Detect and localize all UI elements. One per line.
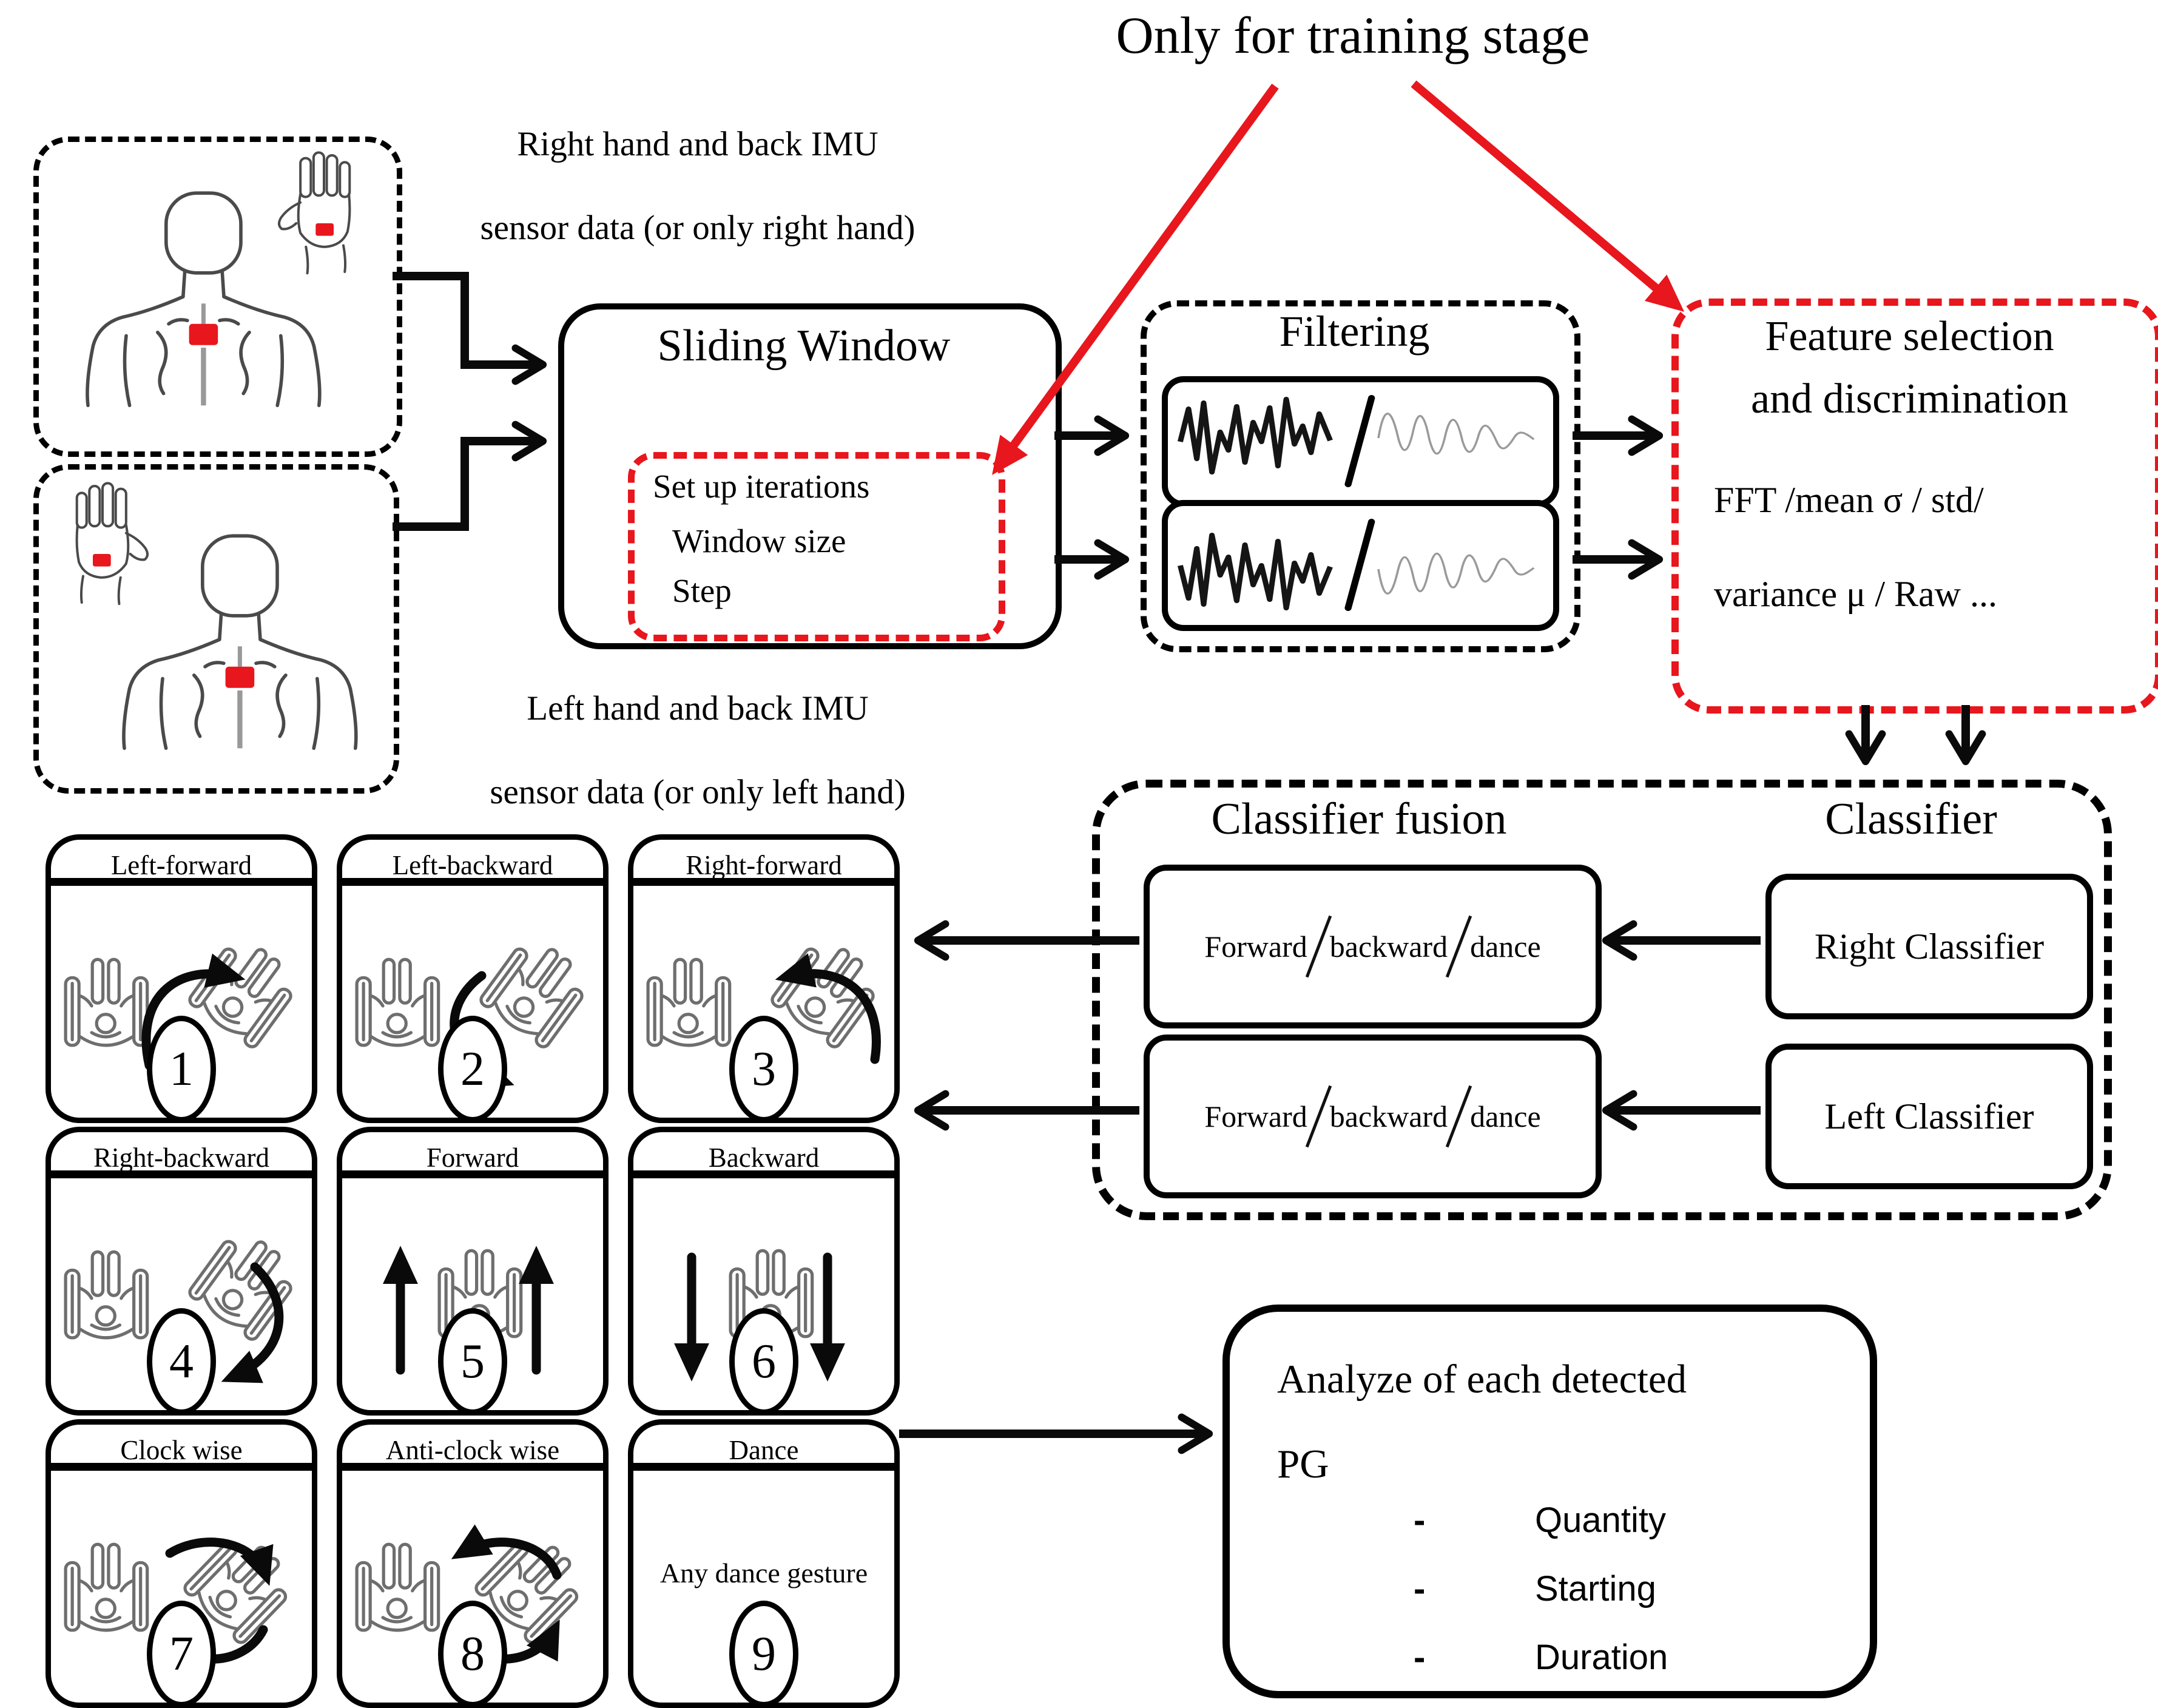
- caption-line: sensor data (or only left hand): [490, 772, 906, 811]
- gesture-cell-forward: Forward 5: [337, 1127, 609, 1416]
- gesture-label: Dance: [633, 1425, 894, 1471]
- caption-line: Left hand and back IMU: [527, 689, 869, 727]
- analyze-title: PG: [1277, 1442, 1329, 1487]
- person-back-sketch: [112, 527, 366, 752]
- analyze-title: Analyze of each detected: [1277, 1357, 1687, 1402]
- feature-methods: variance μ / Raw ...: [1714, 574, 1997, 614]
- page-title: Only for training stage: [1116, 6, 1590, 64]
- gesture-label: Left-forward: [51, 840, 312, 886]
- gesture-note: Any dance gesture: [659, 1558, 868, 1588]
- setup-item: Window size: [672, 522, 846, 559]
- sliding-window-title: Sliding Window: [657, 321, 951, 371]
- filtering-box: [1141, 300, 1580, 652]
- fusion-class-label: backward: [1329, 930, 1448, 964]
- fusion-class-label: dance: [1470, 1099, 1541, 1133]
- left-classifier-box: Left Classifier: [1765, 1044, 2093, 1189]
- fusion-class-label: dance: [1470, 930, 1541, 964]
- right-classifier-box: Right Classifier: [1765, 874, 2093, 1019]
- wheelchair-motion-icon: [383, 1246, 554, 1375]
- raw-vs-filtered-waveform-icon: [1177, 519, 1535, 611]
- feature-selection-box: [1671, 299, 2158, 714]
- left-input-caption: Left hand and back IMU sensor data (or o…: [376, 689, 1019, 812]
- analyze-bullet: Starting: [1535, 1569, 1656, 1608]
- bullet-dash: -: [1414, 1569, 1426, 1608]
- classifier-label: Right Classifier: [1814, 926, 2045, 967]
- classifier-label: Left Classifier: [1824, 1096, 2034, 1136]
- setup-item: Step: [672, 572, 732, 609]
- classifier-title: Classifier: [1825, 794, 1997, 844]
- input-right-hand-box: [33, 137, 402, 457]
- gesture-label: Forward: [342, 1132, 603, 1178]
- right-input-caption: Right hand and back IMU sensor data (or …: [419, 124, 977, 248]
- bullet-dash: -: [1414, 1500, 1426, 1540]
- gesture-number-badge: 1: [147, 1016, 216, 1122]
- fusion-result-box: Forward backward dance: [1144, 1035, 1602, 1198]
- gesture-cell-anti-clock-wise: Anti-clock wise 8: [337, 1419, 609, 1708]
- feature-title: and discrimination: [1751, 376, 2068, 422]
- analyze-pg-box: [1222, 1305, 1877, 1698]
- caption-line: sensor data (or only right hand): [480, 208, 915, 247]
- gesture-cell-clock-wise: Clock wise 7: [46, 1419, 317, 1708]
- gesture-number-badge: 8: [438, 1601, 507, 1707]
- gesture-label: Right-backward: [51, 1132, 312, 1178]
- gesture-number-badge: 2: [438, 1016, 507, 1122]
- gesture-cell-left-forward: Left-forward 1: [46, 834, 317, 1123]
- caption-line: Right hand and back IMU: [517, 125, 878, 163]
- gesture-label: Left-backward: [342, 840, 603, 886]
- filter-signal-box: [1162, 376, 1559, 507]
- slash-divider-icon: [1305, 915, 1332, 978]
- gesture-label: Clock wise: [51, 1425, 312, 1471]
- slash-divider-icon: [1305, 1085, 1332, 1148]
- gesture-label: Backward: [633, 1132, 894, 1178]
- gesture-cell-right-forward: Right-forward 3: [628, 834, 900, 1123]
- slash-divider-icon: [1445, 915, 1472, 978]
- right-hand-sketch: [277, 151, 351, 275]
- gesture-number-badge: 6: [729, 1308, 798, 1415]
- gesture-label: Right-forward: [633, 840, 894, 886]
- analyze-bullet: Quantity: [1535, 1500, 1666, 1540]
- slash-divider-icon: [1445, 1085, 1472, 1148]
- filter-signal-box: [1162, 500, 1559, 631]
- raw-vs-filtered-waveform-icon: [1177, 395, 1535, 487]
- wheelchair-motion-icon: [51, 1187, 312, 1383]
- gesture-label: Anti-clock wise: [342, 1425, 603, 1471]
- filtering-title: Filtering: [1279, 307, 1430, 356]
- gesture-cell-backward: Backward 6: [628, 1127, 900, 1416]
- wheelchair-motion-icon: [633, 894, 894, 1064]
- right-input-connector: [393, 272, 547, 385]
- input-left-hand-box: [33, 464, 399, 794]
- wheelchair-motion-icon: [51, 894, 312, 1070]
- gesture-number-badge: 3: [729, 1016, 798, 1122]
- feature-methods: FFT /mean σ / std/: [1714, 480, 1984, 520]
- gesture-cell-right-backward: Right-backward 4: [46, 1127, 317, 1416]
- fusion-class-label: Forward: [1204, 1099, 1307, 1133]
- gesture-number-badge: 4: [147, 1308, 216, 1415]
- gesture-number-badge: 7: [147, 1601, 216, 1707]
- analyze-bullet: Duration: [1535, 1638, 1668, 1677]
- gesture-number-badge: 5: [438, 1308, 507, 1415]
- training-arrow-to-feature-selection: [1411, 80, 1685, 312]
- gesture-number-badge: 9: [729, 1601, 798, 1707]
- setup-iterations-box: Set up iterations Window size Step: [628, 452, 1005, 641]
- bullet-dash: -: [1414, 1638, 1426, 1677]
- wheelchair-motion-icon: [674, 1187, 845, 1382]
- fusion-result-box: Forward backward dance: [1144, 865, 1602, 1028]
- classifier-fusion-title: Classifier fusion: [1211, 794, 1507, 844]
- feature-title: Feature selection: [1765, 313, 2054, 360]
- fusion-class-label: Forward: [1204, 930, 1307, 964]
- gesture-cell-left-backward: Left-backward 2: [337, 834, 609, 1123]
- left-input-connector: [393, 420, 547, 531]
- setup-item: Set up iterations: [653, 468, 870, 505]
- fusion-class-label: backward: [1329, 1099, 1448, 1133]
